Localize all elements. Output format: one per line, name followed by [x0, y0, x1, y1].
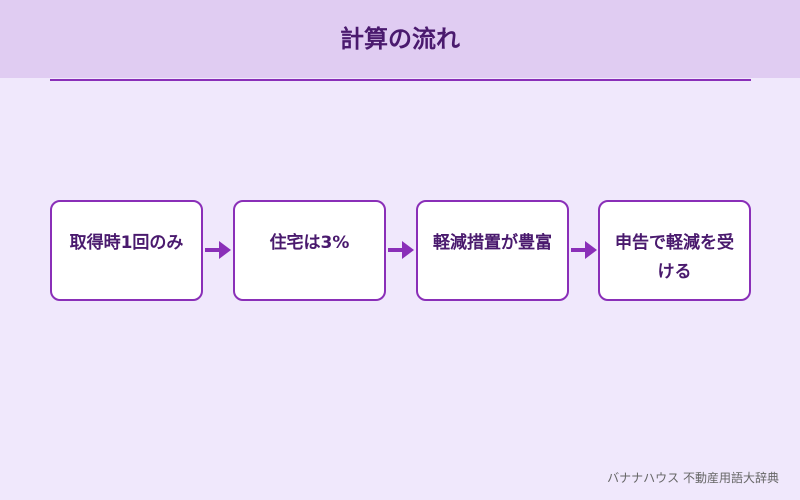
- flow-step-label: 軽減措置が豊富: [433, 233, 552, 253]
- flow-step-1: 取得時1回のみ: [50, 200, 203, 301]
- arrow-right-icon: [205, 241, 231, 259]
- arrow-right-icon: [388, 241, 414, 259]
- title-divider: [50, 79, 751, 81]
- flow-diagram: 取得時1回のみ 住宅は3% 軽減措置が豊富 申告で軽減を受ける: [50, 200, 751, 301]
- flow-step-label: 申告で軽減を受ける: [615, 233, 734, 282]
- page-title: 計算の流れ: [340, 25, 460, 53]
- flow-step-label: 住宅は3%: [269, 233, 350, 253]
- flow-step-2: 住宅は3%: [233, 200, 386, 301]
- flow-step-4: 申告で軽減を受ける: [598, 200, 751, 301]
- flow-step-label: 取得時1回のみ: [69, 233, 184, 253]
- flow-step-3: 軽減措置が豊富: [416, 200, 569, 301]
- footer-credit: バナナハウス 不動産用語大辞典: [607, 471, 779, 485]
- header-band: [0, 0, 800, 78]
- arrow-right-icon: [571, 241, 597, 259]
